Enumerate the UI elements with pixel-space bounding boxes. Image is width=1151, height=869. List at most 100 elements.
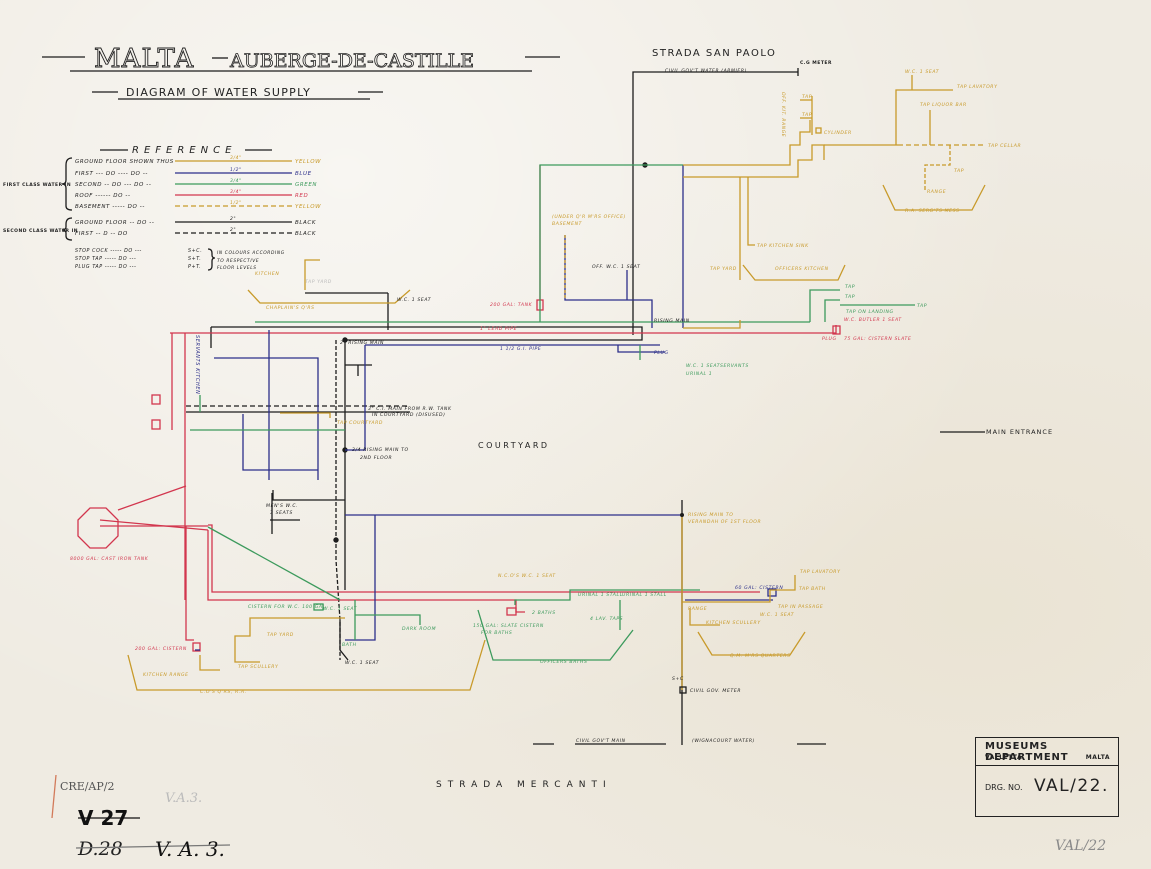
- yellow-tap-courtyard: [280, 412, 331, 418]
- legend-row-size: 2": [230, 227, 236, 233]
- red-tank-diag: [117, 485, 187, 511]
- pencil-ref: CRE/AP/2: [60, 780, 114, 793]
- main-entrance-label: MAIN ENTRANCE: [986, 428, 1053, 436]
- legend-brace-second: [61, 217, 73, 241]
- fixture-label-rising-main-2nd-b: 2ND FLOOR: [360, 455, 392, 461]
- qm-quarters-bracket: [697, 631, 806, 656]
- legend-row-colour: GREEN: [295, 182, 317, 188]
- fixture-label-mens-wc: MEN'S W.C.: [266, 503, 298, 509]
- fixture-label-lead-pipe: 1" LEAD PIPE: [480, 326, 517, 332]
- fixture-label-tap: TAP: [845, 294, 855, 300]
- red-cistern-link: [830, 325, 837, 334]
- legend-fittings-note-1: IN COLOURS ACCORDING: [217, 250, 285, 256]
- second-class-pipes: [186, 68, 799, 745]
- drawing-number: VAL/22.: [1034, 776, 1109, 796]
- red-pencil-mark: [51, 774, 57, 819]
- fixture-label-plug: PLUG: [822, 336, 837, 342]
- legend-fitting-label: PLUG TAP ----- DO ---: [75, 264, 136, 270]
- yellow-range: [924, 145, 951, 190]
- yellow-rising-main: [683, 320, 741, 329]
- legend-group-second: SECOND CLASS WATER IN: [3, 228, 78, 234]
- fixture-label-wc-butler: W.C. BUTLER 1 SEAT: [844, 317, 902, 323]
- fixture-label-tap-bath: TAP BATH: [799, 586, 826, 592]
- legend-row-size: 3/4": [230, 178, 242, 184]
- legend-row-label: FIRST -- D -- DO: [75, 231, 128, 237]
- fixture-label-tap-lavatory-qm: TAP LAVATORY: [800, 569, 841, 575]
- yellow-range-qm: [689, 608, 720, 626]
- pencil-vaz: V.A.3.: [165, 791, 202, 806]
- red-cistern-200-line: [185, 526, 194, 641]
- fixture-label-tap-in-passage: TAP IN PASSAGE: [778, 604, 823, 610]
- fixture-label-wc-seat-chap: W.C. 1 SEAT: [397, 297, 432, 303]
- yellow-lavatory: [895, 89, 953, 145]
- green-dark-room: [355, 614, 421, 625]
- fixture-label-nco-wc: N.C.O'S W.C. 1 SEAT: [498, 573, 556, 579]
- fixture-label-tank-8000: 8000 GAL: CAST IRON TANK: [70, 556, 149, 562]
- cistern-wc-symbol: [313, 603, 324, 611]
- red-tank-pipe: [99, 519, 209, 531]
- fixture-label-servants: SERVANTS: [720, 363, 749, 369]
- green-tap-1: [809, 289, 840, 322]
- fixture-label-lav-taps: 4 LAV. TAPS: [590, 616, 623, 622]
- green-north: [539, 164, 683, 322]
- subtitle: DIAGRAM OF WATER SUPPLY: [126, 86, 311, 99]
- legend-fitting-symbol: S+T.: [188, 256, 201, 262]
- yellow-kitchen-range: [199, 655, 220, 671]
- fixture-label-civil-meter: CIVIL GOV. METER: [690, 688, 741, 694]
- fixture-label-tap-cellar: TAP CELLAR: [988, 143, 1021, 149]
- street-mercanti: STRADA MERCANTI: [436, 780, 612, 790]
- area-label-officers-baths: OFFICERS BATHS: [540, 659, 587, 665]
- legend-row-colour: YELLOW: [295, 204, 321, 210]
- fixture-label-bath: BATH: [342, 642, 357, 648]
- fixture-label-slate-cistern-1: 150 GAL: SLATE CISTERN: [473, 623, 544, 629]
- fixture-label-cistern-60: 60 GAL: CISTERN: [735, 585, 783, 591]
- fixture-label-tap-kitchen-scullery: KITCHEN SCULLERY: [706, 620, 761, 626]
- legend-row-label: BASEMENT ----- DO --: [75, 204, 145, 210]
- second-floor-pipes: [190, 164, 915, 661]
- black-mens-wc: [272, 490, 345, 501]
- first-floor-pipes: [195, 165, 777, 651]
- black-north-main: [632, 71, 798, 335]
- fixture-label-urinal-servants: URINAL 1: [686, 371, 712, 377]
- yellow-kitchen-main-2: [683, 144, 825, 178]
- green-wc-cistern-diag: [207, 526, 341, 601]
- legend-row-size: 1/2": [230, 200, 242, 206]
- pencil-val: VAL/22: [1055, 838, 1106, 854]
- black-rising-main: [211, 326, 643, 590]
- legend-group-first: FIRST CLASS WATER IN: [3, 182, 71, 188]
- fixture-label-plug: PLUG: [654, 350, 669, 356]
- yellow-chaplain: [304, 259, 320, 290]
- area-label-basement-note-1: (UNDER Q'R M'RS OFFICE): [552, 214, 626, 220]
- strike-line: [75, 844, 231, 849]
- ink-vaz: V. A. 3.: [155, 837, 225, 861]
- legend-row-colour: BLACK: [295, 231, 316, 237]
- legend-row-colour: BLUE: [295, 171, 312, 177]
- blue-south-drop: [345, 515, 376, 641]
- fixture-label-ci-main: 3" C.I. MAIN FROM R.W. TANK: [368, 406, 452, 412]
- fixture-label-mens-wc-seats: 3 SEATS: [270, 510, 293, 516]
- legend-fittings-note-3: FLOOR LEVELS: [217, 265, 257, 271]
- fixture-label-wc-qm: W.C. 1 SEAT: [760, 612, 795, 618]
- fixture-label-cistern-200: 200 GAL: CISTERN: [135, 646, 187, 652]
- blue-plug: [617, 345, 665, 353]
- fixture-label-tap-yard-kitchen: TAP YARD: [305, 279, 332, 285]
- annotations: CRE/AP/2 V.A.3. V 27 D.28 V. A. 3. VAL/2…: [51, 774, 1106, 861]
- fixture-label-tap-liquor-bar: TAP LIQUOR BAR: [920, 102, 967, 108]
- courtyard-label: COURTYARD: [478, 441, 550, 450]
- fixture-label-kitchen-range: KITCHEN RANGE: [143, 672, 189, 678]
- legend-row-size: 2": [230, 216, 236, 222]
- stamp-city: VALLETTA: [985, 754, 1023, 761]
- area-label-officers-kitchen: OFFICERS KITCHEN: [775, 266, 829, 272]
- officers-baths-bracket: [477, 609, 634, 661]
- fixture-label-wc-1-seat-a: W.C. 1 SEAT: [323, 606, 358, 612]
- museum-stamp: MUSEUMS DEPARTMENT VALLETTA MALTA DRG. N…: [975, 737, 1119, 817]
- cistern-symbol: [151, 394, 161, 405]
- legend-row-label: ROOF ------ DO --: [75, 193, 131, 199]
- red-south-pipe: [208, 524, 760, 593]
- fixture-label-wc-seat-servants: W.C. 1 SEAT: [686, 363, 721, 369]
- co-qrs-bracket: [127, 639, 486, 691]
- ground-floor-pipes: [127, 75, 986, 691]
- fixture-label-rising-main-2: 2" RISING MAIN: [340, 340, 384, 346]
- junction-dot: [342, 337, 348, 343]
